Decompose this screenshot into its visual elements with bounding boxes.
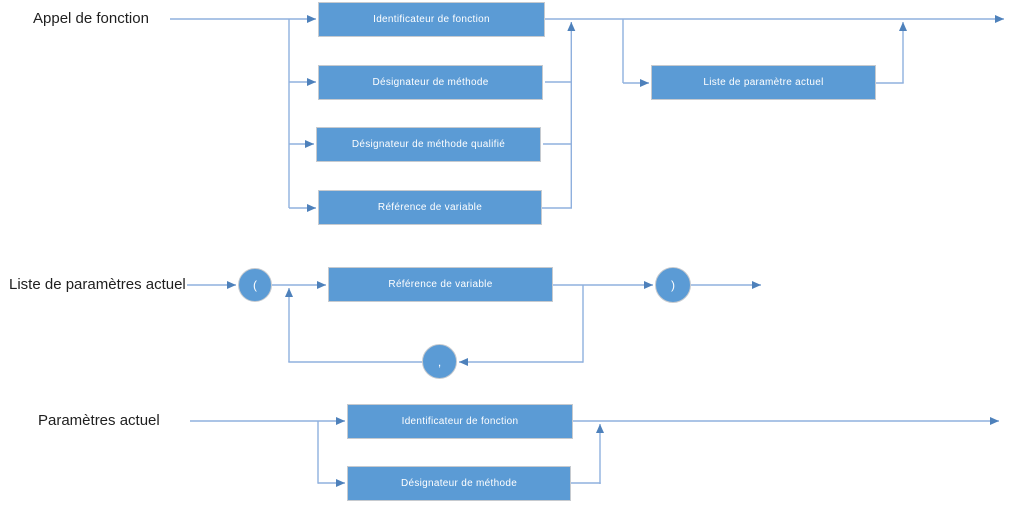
node-reference-de-variable-2: Référence de variable [328,267,553,302]
terminal-open-paren: ( [238,268,272,302]
rule-label-parametres-actuel: Paramètres actuel [38,412,160,429]
liste-connectors [187,281,761,366]
terminal-close-paren: ) [655,267,691,303]
appel-connectors [170,15,1004,212]
node-designateur-de-methode-2: Désignateur de méthode [347,466,571,501]
node-reference-de-variable: Référence de variable [318,190,542,225]
rule-label-liste-de-parametres-actuel: Liste de paramètres actuel [9,276,186,293]
parametres-connectors [190,417,999,487]
node-designateur-de-methode: Désignateur de méthode [318,65,543,100]
node-identificateur-de-fonction: Identificateur de fonction [318,2,545,37]
node-designateur-de-methode-qualifie: Désignateur de méthode qualifié [316,127,541,162]
node-liste-de-parametre-actuel: Liste de paramètre actuel [651,65,876,100]
rule-label-appel-de-fonction: Appel de fonction [33,10,149,27]
terminal-comma: , [422,344,457,379]
node-identificateur-de-fonction-2: Identificateur de fonction [347,404,573,439]
